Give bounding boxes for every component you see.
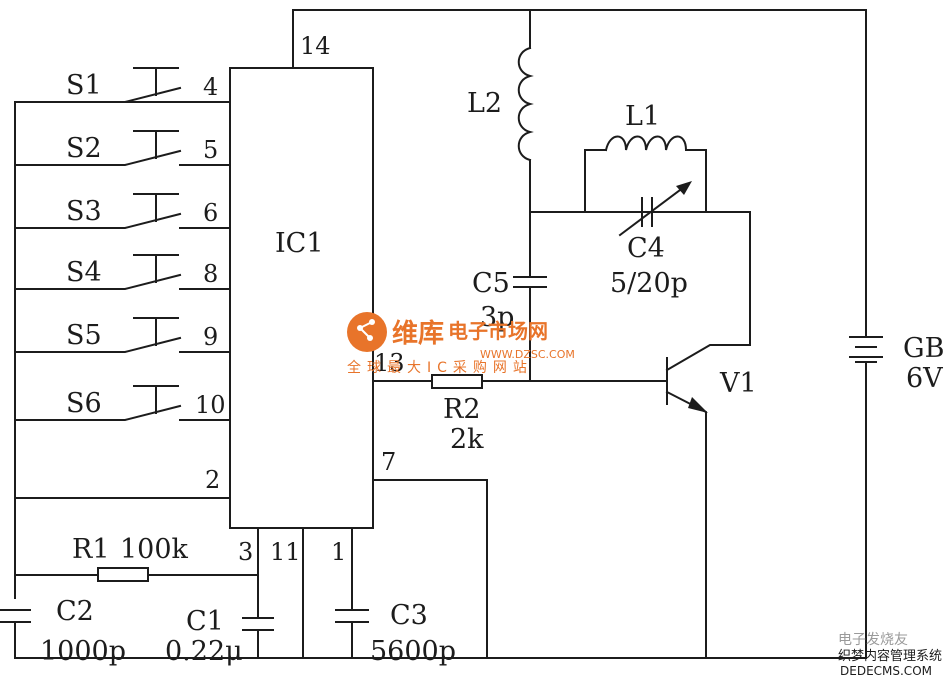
c5-value: 3p (480, 302, 514, 333)
battery-value: 6V (906, 363, 943, 394)
l1-label: L1 (625, 101, 660, 132)
switch-s4-pin: 8 (203, 260, 218, 288)
resistor-r1 (14, 567, 259, 582)
switch-s1-pin: 4 (203, 73, 218, 101)
battery-label: GB (903, 333, 944, 364)
capacitor-c3 (335, 609, 369, 659)
switch-s2 (14, 130, 231, 166)
pin-13-label: 13 (374, 349, 405, 377)
switch-s3-pin: 6 (203, 199, 218, 227)
r2-value: 2k (450, 424, 484, 455)
switch-s6 (14, 385, 231, 421)
watermark-brand: 维库 (392, 318, 444, 349)
pin-7-label: 7 (381, 448, 396, 476)
switch-s5-pin: 9 (203, 323, 218, 351)
switch-s5-label: S5 (66, 320, 102, 351)
footer-cms-text: 织梦内容管理系统 (838, 648, 942, 664)
inductor-l1 (604, 135, 688, 152)
switch-s1 (14, 67, 231, 103)
watermark-slogan: 全球最大IC采购网站 (347, 359, 533, 376)
capacitor-c2 (0, 609, 31, 623)
switch-s3 (14, 193, 231, 229)
left-bus-wire (14, 101, 231, 599)
transistor-v1 (665, 344, 751, 659)
v1-label: V1 (719, 368, 757, 399)
pin-2-label: 2 (205, 466, 220, 494)
c1-value: 0.22μ (165, 636, 243, 667)
c2-label: C2 (56, 596, 94, 627)
pin-3-11-wires (257, 527, 353, 659)
watermark-brand-sub: 电子市场网 (448, 319, 548, 343)
switch-s6-pin: 10 (195, 391, 226, 419)
capacitor-c5 (513, 211, 547, 380)
footer-faded-text: 电子发烧友 (838, 632, 908, 648)
c3-value: 5600p (370, 636, 456, 667)
switch-s3-label: S3 (66, 196, 102, 227)
l2-label: L2 (467, 88, 502, 119)
r2-label: R2 (443, 394, 481, 425)
ic1-label: IC1 (275, 228, 324, 259)
c3-label: C3 (390, 600, 428, 631)
variable-capacitor-c4 (618, 181, 692, 237)
resistor-r2 (372, 374, 668, 389)
battery-gb (849, 336, 883, 363)
tank-circuit-wire (529, 149, 751, 346)
capacitor-c1 (242, 617, 274, 659)
c1-label: C1 (186, 606, 224, 637)
c5-label: C5 (472, 268, 510, 299)
pin-1-label: 1 (331, 538, 346, 566)
inductor-l2 (517, 9, 534, 213)
switch-s5 (14, 317, 231, 353)
c4-label: C4 (627, 233, 665, 264)
ic1-body (229, 67, 374, 529)
switch-s1-label: S1 (66, 70, 102, 101)
switch-s2-label: S2 (66, 133, 102, 164)
pin-7-wire (372, 479, 488, 659)
r1-value: 100k (120, 534, 189, 565)
watermark-url: WWW.DZSC.COM (480, 348, 575, 361)
top-rail-wire (292, 9, 867, 659)
c4-value: 5/20p (610, 268, 688, 299)
pin-11-label: 11 (270, 538, 301, 566)
pin-14-label: 14 (300, 32, 331, 60)
r1-label: R1 (72, 534, 110, 565)
switch-s6-label: S6 (66, 388, 102, 419)
watermark-logo: 维库 电子市场网 WWW.DZSC.COM 全球最大IC采购网站 (347, 312, 575, 376)
circuit-logo-icon (347, 312, 387, 352)
c2-value: 1000p (40, 636, 126, 667)
switch-s4 (14, 254, 231, 290)
switch-s4-label: S4 (66, 257, 102, 288)
switch-s2-pin: 5 (203, 136, 218, 164)
footer-cms-url: DEDECMS.COM (840, 664, 932, 678)
pin-3-label: 3 (238, 538, 253, 566)
